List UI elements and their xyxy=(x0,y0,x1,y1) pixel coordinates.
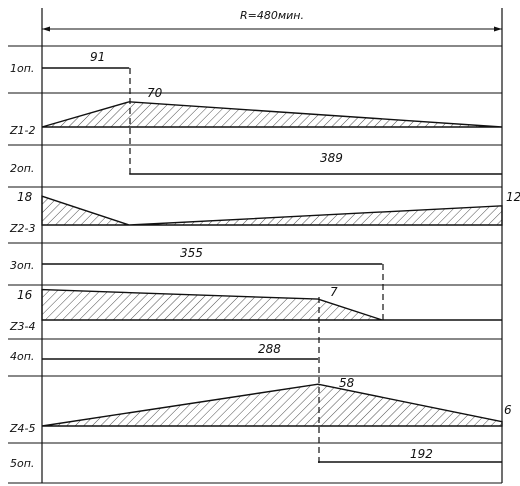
grid-lines xyxy=(8,8,503,484)
row-label-op4: 4оп. xyxy=(10,350,34,363)
op3-duration-label: 355 xyxy=(180,246,203,260)
op4-duration-label: 288 xyxy=(258,342,281,356)
backlog-labels: 70 18 12 16 7 58 6 xyxy=(17,86,520,417)
total-time-label: R=480мин. xyxy=(240,9,304,22)
op1-duration-label: 91 xyxy=(90,50,105,64)
operation-bars xyxy=(42,67,502,463)
row-label-z45: Z4-5 xyxy=(9,422,36,435)
row-label-op5: 5оп. xyxy=(10,457,34,470)
z23-start-label: 18 xyxy=(17,190,33,204)
backlog-area-z23 xyxy=(41,195,503,226)
op2-duration-label: 389 xyxy=(320,151,343,165)
backlog-areas xyxy=(41,101,503,427)
z45-end-label: 6 xyxy=(504,403,512,417)
backlog-area-z12 xyxy=(41,101,503,128)
row-label-z34: Z3-4 xyxy=(9,320,36,333)
row-label-op3: 3оп. xyxy=(10,259,34,272)
row-label-z23: Z2-3 xyxy=(9,222,36,235)
backlog-area-z34 xyxy=(41,288,502,321)
row-label-op2: 2оп. xyxy=(10,162,34,175)
z34-start-label: 16 xyxy=(17,288,33,302)
z34-mid-label: 7 xyxy=(330,285,338,299)
total-time-dimension: R=480мин. xyxy=(42,9,502,32)
z45-peak-label: 58 xyxy=(339,376,355,390)
op5-duration-label: 192 xyxy=(410,447,433,461)
dashed-connectors xyxy=(129,68,384,465)
z23-end-label: 12 xyxy=(506,190,520,204)
row-label-op1: 1оп. xyxy=(10,62,34,75)
z12-peak-label: 70 xyxy=(147,86,163,100)
backlog-area-z45 xyxy=(41,383,503,427)
operation-labels: 91 389 355 288 192 xyxy=(90,50,433,461)
row-labels: 1оп. Z1-2 2оп. Z2-3 3оп. Z3-4 4оп. Z4-5 … xyxy=(9,62,36,470)
row-label-z12: Z1-2 xyxy=(9,124,36,137)
